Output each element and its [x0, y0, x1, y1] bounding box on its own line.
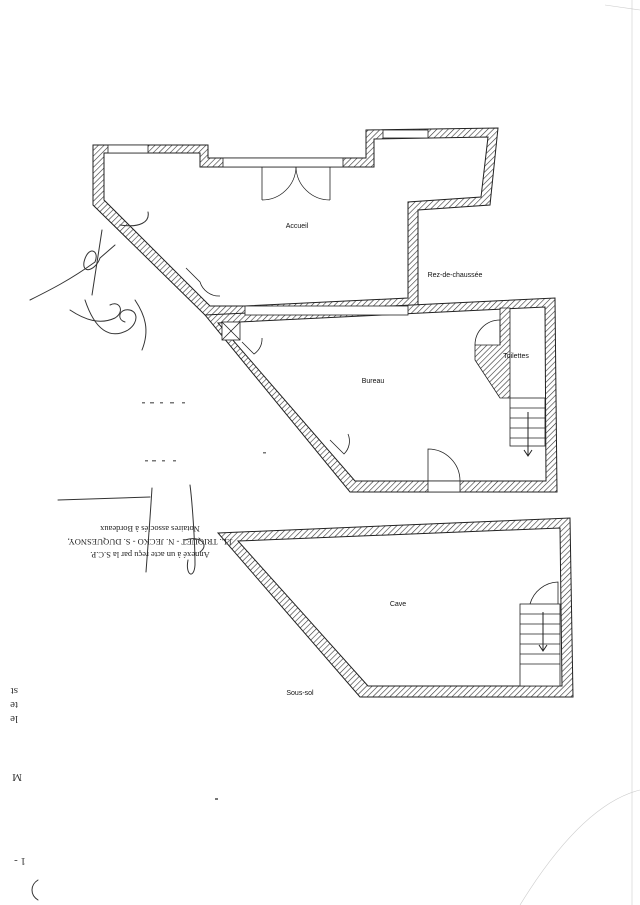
stray-marks: [142, 402, 266, 800]
accueil-side-door: [185, 267, 221, 297]
handwritten-signature: [29, 211, 149, 351]
partition-window: [244, 305, 409, 316]
bureau-stairs: [509, 397, 546, 457]
toilettes-room: Toilettes: [474, 307, 529, 399]
label-sous-sol: Sous-sol: [286, 690, 314, 697]
margin-bracket: [31, 879, 39, 901]
bureau-room: Toilettes Bureau: [203, 297, 558, 493]
margin-mark-1: 1 -: [14, 855, 26, 867]
window-accueil-3: [382, 129, 429, 139]
entrance-door: [261, 166, 331, 201]
window-accueil-1: [107, 144, 149, 154]
bureau-bottom-door: [427, 448, 461, 493]
margin-mark-te: te: [10, 699, 18, 711]
bureau-door-1: [241, 337, 263, 355]
margin-mark-le: le: [10, 713, 18, 725]
stamp-signature: [57, 484, 205, 575]
stamp-line-2: J.L. TRIQUET - N. JECKO - S. DUQUESNOY,: [68, 537, 233, 547]
cave-stairs: [519, 581, 561, 687]
stamp-line-1: Annexé à un acte reçu par la S.C.P.: [90, 550, 209, 560]
label-toilettes: Toilettes: [503, 353, 529, 360]
margin-mark-m: M: [12, 771, 22, 783]
accueil-room: Accueil Rez-de-chaussée: [92, 127, 499, 316]
scan-edge: [519, 0, 640, 905]
margin-mark-st: st: [11, 685, 18, 697]
notary-stamp: Annexé à un acte reçu par la S.C.P. J.L.…: [68, 524, 233, 560]
accueil-floor: [103, 136, 489, 307]
label-cave: Cave: [390, 601, 406, 608]
margin-fragments: M st te le 1 -: [10, 685, 39, 901]
cave-room: Cave Sous-sol: [216, 517, 574, 698]
label-accueil: Accueil: [286, 223, 309, 230]
window-accueil-2: [222, 157, 344, 168]
shaft-box: [221, 321, 241, 341]
bureau-floor: [216, 306, 547, 482]
cave-floor: [236, 527, 563, 687]
label-bureau: Bureau: [362, 378, 385, 385]
bureau-door-2: [329, 433, 350, 455]
label-rez-de-chaussee: Rez-de-chaussée: [428, 272, 483, 279]
